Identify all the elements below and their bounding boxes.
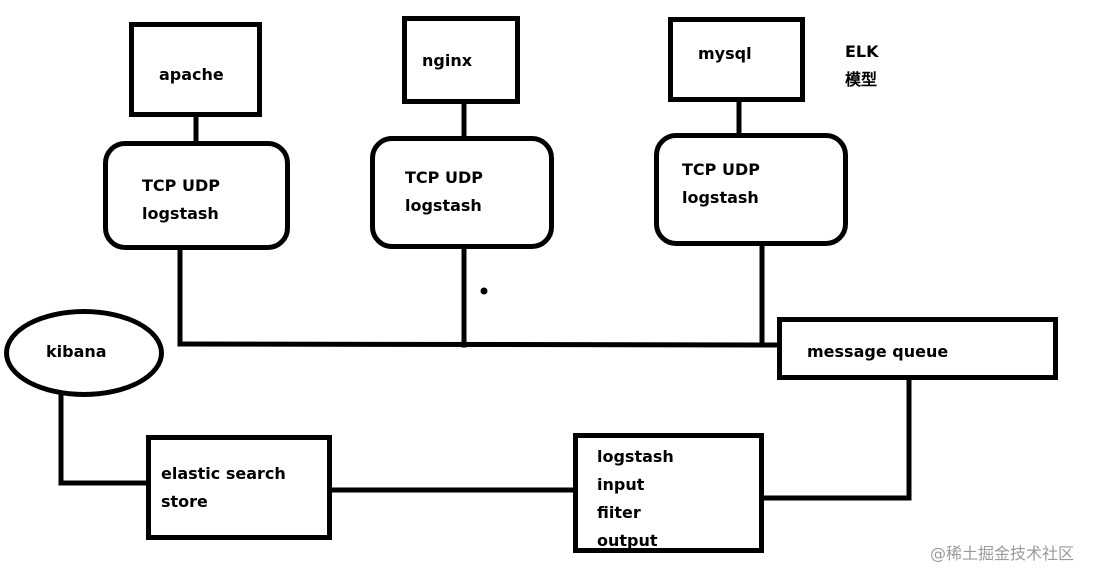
connector-mq-logstash bbox=[759, 376, 912, 501]
title-line2: 模型 bbox=[845, 70, 878, 89]
shipper-protocol-label: TCP UDP bbox=[405, 168, 483, 187]
logstash-pipeline-box: logstash input fiiter output bbox=[573, 433, 764, 553]
elasticsearch-box: elastic search store bbox=[146, 435, 332, 540]
title-line1: ELK bbox=[845, 42, 879, 61]
shipper-logstash-label: logstash bbox=[405, 196, 482, 215]
shipper-box-apache: TCP UDP logstash bbox=[103, 141, 290, 250]
shipper-logstash-label: logstash bbox=[682, 188, 759, 207]
watermark: @稀土掘金技术社区 bbox=[930, 544, 1075, 563]
nginx-label: nginx bbox=[422, 51, 473, 70]
shipper-logstash-label: logstash bbox=[142, 204, 219, 223]
shipper-box-nginx: TCP UDP logstash bbox=[370, 136, 554, 249]
elasticsearch-line1: elastic search bbox=[161, 464, 286, 483]
bus-line bbox=[177, 341, 782, 348]
nginx-box: nginx bbox=[402, 16, 520, 104]
shipper-protocol-label: TCP UDP bbox=[142, 176, 220, 195]
shipper-box-mysql: TCP UDP logstash bbox=[654, 133, 848, 246]
pipeline-line2: input bbox=[597, 475, 645, 494]
pipeline-line1: logstash bbox=[597, 447, 674, 466]
mysql-box: mysql bbox=[668, 17, 805, 102]
connector-elastic-kibana bbox=[58, 392, 151, 486]
elasticsearch-line2: store bbox=[161, 492, 208, 511]
shipper-protocol-label: TCP UDP bbox=[682, 160, 760, 179]
message-queue-box: message queue bbox=[777, 317, 1058, 380]
pipeline-line4: output bbox=[597, 531, 658, 550]
dot-marker bbox=[480, 287, 488, 295]
message-queue-label: message queue bbox=[807, 342, 949, 361]
mysql-label: mysql bbox=[698, 44, 752, 63]
apache-box: apache bbox=[129, 22, 262, 117]
pipeline-line3: fiiter bbox=[597, 503, 641, 522]
kibana-node: kibana bbox=[4, 309, 164, 397]
kibana-label: kibana bbox=[46, 342, 107, 361]
apache-label: apache bbox=[159, 65, 224, 84]
